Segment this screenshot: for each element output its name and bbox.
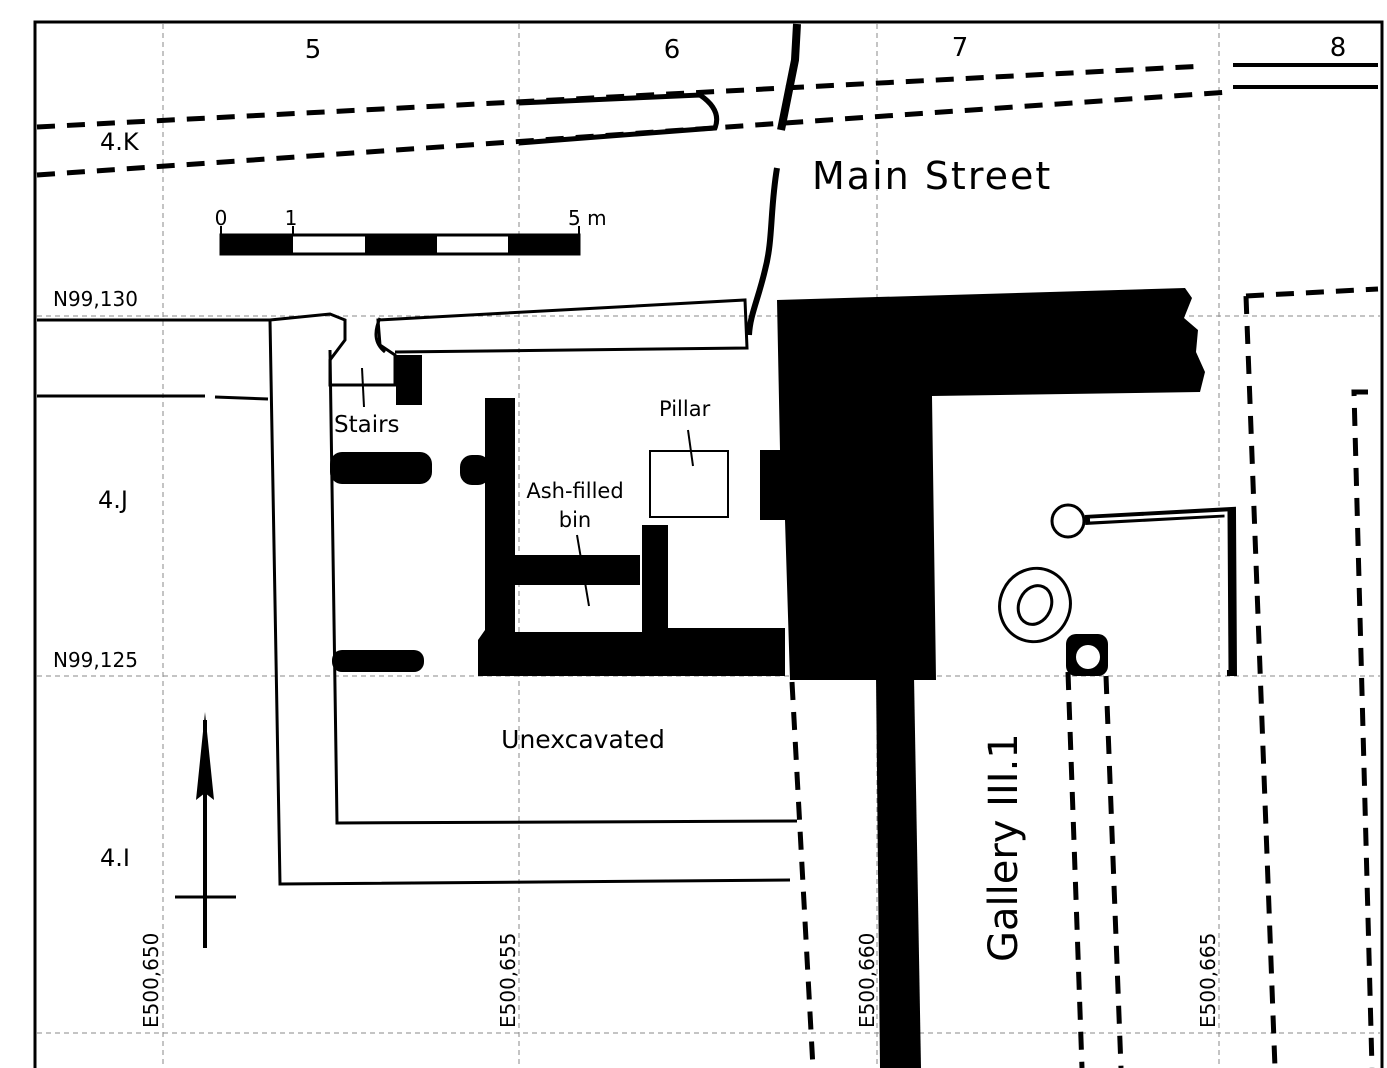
western-walls <box>37 298 798 886</box>
wall-stub-upper <box>330 452 432 484</box>
easting-label-665: E500,665 <box>1196 933 1220 1028</box>
inner-wall-outline <box>328 349 798 825</box>
pillar-box <box>649 450 729 518</box>
easting-label-655: E500,655 <box>496 933 520 1028</box>
northing-label-125: N99,125 <box>53 648 138 672</box>
gallery-walls <box>760 286 1379 1068</box>
street-drain-upper <box>777 23 801 131</box>
north-arrow-head <box>196 712 214 800</box>
gallery-label: Gallery III.1 <box>981 733 1027 962</box>
post-base-circle <box>1050 503 1086 539</box>
scale-bar-seg-3 <box>365 235 437 254</box>
bin-wall-outer <box>478 398 785 676</box>
drain-trench-west <box>1065 671 1085 1068</box>
gallery-trench-east-boundary <box>1243 286 1379 1068</box>
stairs-label: Stairs <box>334 412 400 438</box>
row-label-4J: 4.J <box>98 486 128 514</box>
wall-stub-west-bottom <box>332 650 424 672</box>
oven-ring-outer <box>998 566 1072 644</box>
row-label-4K: 4.K <box>100 128 140 156</box>
scale-bar-seg-5 <box>508 235 579 254</box>
pillar-label: Pillar <box>659 397 711 421</box>
scale-bar: 0 1 5 m <box>215 206 607 256</box>
street-wall-fragment-east <box>1233 63 1378 89</box>
street-curb-wall <box>518 92 720 146</box>
room-walls <box>330 355 785 676</box>
gallery-features <box>998 503 1237 677</box>
street-drain-lower <box>746 167 780 336</box>
scale-label-5m: 5 m <box>568 206 607 230</box>
stair-step-post <box>396 355 422 405</box>
column-label-5: 5 <box>305 35 322 65</box>
grid-labels: 5 6 7 8 4.K 4.J 4.I N99,130 N99,125 E500… <box>53 33 1346 1028</box>
oven-ring-inner <box>1016 584 1054 626</box>
gallery-trench-west <box>789 681 816 1068</box>
gallery-l-wall <box>760 288 1205 680</box>
scale-bar-seg-1 <box>221 235 293 254</box>
main-street-edges <box>36 23 1378 336</box>
map-frame <box>33 20 1384 1068</box>
street-edge-south <box>36 89 1231 178</box>
scale-label-1: 1 <box>285 206 298 230</box>
pillar-label-leader <box>687 429 694 467</box>
easting-label-660: E500,660 <box>855 933 879 1028</box>
column-label-7: 7 <box>952 33 969 63</box>
ash-bin-label-leader <box>576 534 590 607</box>
unexcavated-label: Unexcavated <box>501 725 665 754</box>
bin-wall-west-knob <box>460 455 490 485</box>
main-street-label: Main Street <box>812 154 1052 198</box>
wall-line-lower-west <box>37 394 269 401</box>
column-label-6: 6 <box>664 35 681 65</box>
feature-labels: Main Street Stairs Pillar Ash-filled bin… <box>334 154 1052 962</box>
scale-label-0: 0 <box>215 206 228 230</box>
drain-trench-east <box>1103 675 1124 1068</box>
outer-wall-outline <box>268 319 791 886</box>
drain-head-opening <box>1076 645 1100 669</box>
ash-bin-label-line2: bin <box>559 508 591 532</box>
column-label-8: 8 <box>1330 33 1347 63</box>
easting-label-650: E500,650 <box>139 933 163 1028</box>
gallery-trench-far-east <box>1351 389 1375 1068</box>
row-label-4I: 4.I <box>100 844 130 872</box>
stair-label-leader <box>361 367 365 408</box>
channel-wall-inner <box>1089 511 1229 671</box>
gallery-wall-south <box>876 676 921 1068</box>
northing-label-130: N99,130 <box>53 287 138 311</box>
upper-wall-outline <box>269 298 749 387</box>
north-arrow-icon <box>175 712 236 948</box>
ash-bin-label-line1: Ash-filled <box>526 479 623 503</box>
stair-block-outline <box>374 317 386 354</box>
